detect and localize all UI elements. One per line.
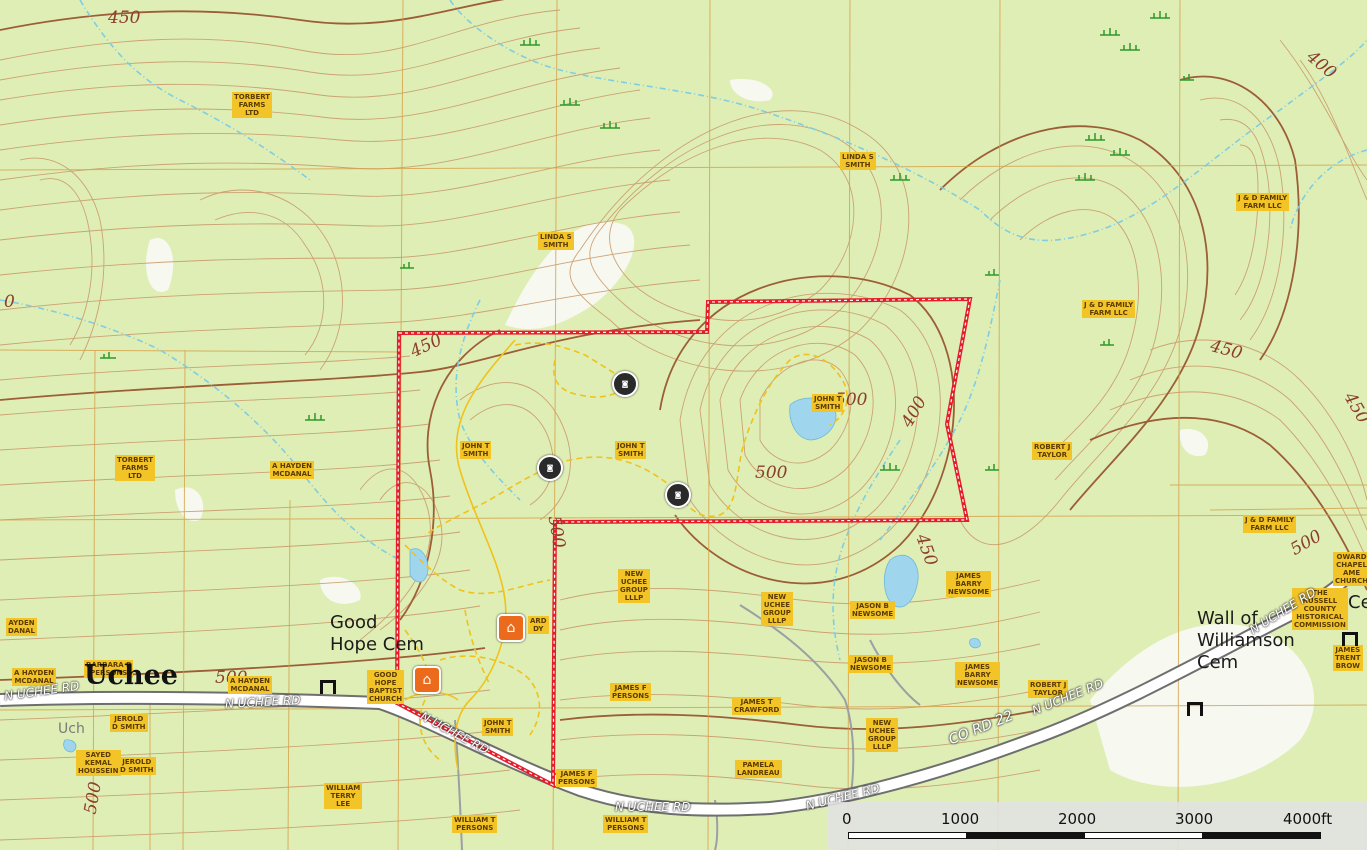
parcel-owner-label[interactable]: JAMES TRENT BROW [1333,645,1363,671]
parcel-owner-label[interactable]: TORBERT FARMS LTD [115,455,156,481]
parcel-owner-label[interactable]: WILLIAM T PERSONS [603,815,649,833]
clearing [730,79,773,102]
scale-bar-segment [848,832,967,839]
scale-bar-label: 1000 [941,810,980,828]
contour-label: 0 [4,292,15,312]
parcel-owner-label[interactable]: WILLIAM TERRY LEE [324,783,363,809]
pond [883,554,919,608]
pond [409,548,429,583]
blind-icon[interactable]: ◙ [665,482,691,508]
parcel-owner-label[interactable]: ROBERT J TAYLOR [1032,442,1073,460]
place-label-edge: Ce [1348,592,1367,613]
parcel-owner-label[interactable]: JOHN T SMITH [482,718,514,736]
parcel-owner-label[interactable]: LINDA S SMITH [538,232,574,250]
parcel-owner-label[interactable]: J & D FAMILY FARM LLC [1236,193,1290,211]
home-icon[interactable]: ⌂ [497,614,525,642]
parcel-owner-label[interactable]: SAYED KEMAL HOUSSEIN [76,750,121,776]
cemetery-icon [1187,702,1203,716]
parcel-owner-label[interactable]: JASON B NEWSOME [850,601,896,619]
parcel-owner-label[interactable]: AYDEN DANAL [6,618,37,636]
parcel-owner-label[interactable]: JASON B NEWSOME [848,655,894,673]
pond [969,638,981,649]
parcel-owner-label[interactable]: A HAYDEN MCDANAL [270,461,314,479]
clearing [320,576,361,604]
parcel-owner-label[interactable]: PAMELA LANDREAU [735,760,782,778]
parcel-owner-label[interactable]: JAMES F PERSONS [556,769,598,787]
parcel-owner-label[interactable]: J & D FAMILY FARM LLC [1082,300,1136,318]
parcel-owner-label[interactable]: TORBERT FARMS LTD [232,92,273,118]
parcel-owner-label[interactable]: JOHN T SMITH [460,441,492,459]
blind-icon[interactable]: ◙ [537,455,563,481]
contour-label: 450 [108,8,141,28]
parcel-owner-label[interactable]: WILLIAM T PERSONS [452,815,498,833]
property-boundary [394,296,973,789]
contour-label: 500 [755,463,788,483]
parcel-owner-label[interactable]: JAMES F PERSONS [610,683,652,701]
scale-bar-segment [1202,832,1321,839]
town-label-uchee: Uchee [84,660,178,691]
parcel-owner-label[interactable]: ROBERT J TAYLOR [1028,680,1069,698]
parcel-owner-label[interactable]: JAMES BARRY NEWSOME [955,662,1001,688]
place-label-good-hope-cem: Good Hope Cem [330,612,424,655]
clearing [146,238,174,292]
parcel-owner-label[interactable]: NEW UCHEE GROUP LLLP [618,569,650,603]
parcel-owner-label[interactable]: A HAYDEN MCDANAL [228,676,272,694]
place-label-edge: Uch [58,721,85,737]
pond [63,739,77,753]
parcel-owner-label[interactable]: NEW UCHEE GROUP LLLP [866,718,898,752]
scale-bar-label: 4000ft [1283,810,1333,828]
scale-bar-label: 2000 [1058,810,1097,828]
parcel-owner-label[interactable]: JOHN T SMITH [615,441,647,459]
cemetery-icon [320,680,336,694]
scale-bar-label: 0 [842,810,852,828]
scale-bar: 0 1000 2000 3000 4000ft [828,802,1367,850]
parcel-owner-label[interactable]: OWARD CHAPEL AME CHURCH [1333,552,1367,586]
clearing [1179,429,1209,457]
parcel-owner-label[interactable]: JOHN T SMITH [812,394,844,412]
parcel-owner-label[interactable]: JEROLD D SMITH [118,757,156,775]
blind-icon[interactable]: ◙ [612,371,638,397]
scale-bar-label: 3000 [1175,810,1214,828]
place-label-williamson-cem: Wall of Williamson Cem [1197,608,1295,673]
parcel-owner-label[interactable]: GOOD HOPE BAPTIST CHURCH [367,670,405,704]
cemetery-icon [1342,632,1358,646]
home-icon[interactable]: ⌂ [413,666,441,694]
parcel-owner-label[interactable]: NEW UCHEE GROUP LLLP [761,592,793,626]
parcel-owner-label[interactable]: JAMES T CRAWFORD [732,697,782,715]
scale-bar-segment [966,832,1085,839]
parcel-owner-label[interactable]: JAMES BARRY NEWSOME [946,571,992,597]
parcel-owner-label[interactable]: JEROLD D SMITH [110,714,148,732]
parcel-owner-label[interactable]: A HAYDEN MCDANAL [12,668,56,686]
parcel-owner-label[interactable]: ARD DY [528,616,549,634]
parcel-owner-label[interactable]: LINDA S SMITH [840,152,876,170]
road-label: N UCHEE RD [615,800,691,814]
scale-bar-segment [1084,832,1203,839]
parcel-owner-label[interactable]: THE RUSSELL COUNTY HISTORICAL COMMISSION [1292,588,1348,630]
clearing [175,487,204,521]
parcel-owner-label[interactable]: BARBARA B PERSONS [84,660,134,678]
parcel-owner-label[interactable]: J & D FAMILY FARM LLC [1243,515,1297,533]
